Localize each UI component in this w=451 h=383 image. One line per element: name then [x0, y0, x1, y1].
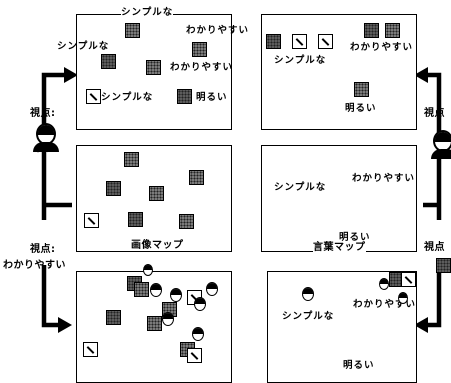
viewer-face-icon	[162, 312, 174, 326]
label-easy: わかりやすい	[352, 173, 416, 184]
image-tile	[385, 23, 400, 38]
arrow-head-bottom-right	[414, 317, 428, 333]
image-tile	[83, 342, 98, 357]
label-bright: 明るい	[196, 92, 228, 103]
label-bright: 明るい	[343, 360, 375, 371]
image-tile	[101, 54, 116, 69]
viewer-face-icon	[194, 297, 206, 311]
label-easy: わかりやすい	[353, 299, 417, 310]
panel-bottom-right	[267, 271, 417, 383]
viewer-face-icon	[150, 283, 162, 297]
label-easy: わかりやすい	[350, 42, 414, 53]
image-tile	[124, 152, 139, 167]
arrow-head-top-left	[64, 67, 78, 83]
label-simple: シンプルな	[121, 7, 174, 18]
arrow-head-bottom-left	[58, 317, 72, 333]
image-tile	[128, 212, 143, 227]
caption-word-map: 言葉マップ	[313, 242, 366, 253]
viewer-face-icon	[192, 327, 204, 341]
image-tile	[147, 316, 162, 331]
label-easy: わかりやすい	[170, 62, 234, 73]
image-tile	[364, 23, 379, 38]
image-tile	[189, 170, 204, 185]
image-tile	[106, 310, 121, 325]
viewpoint-label-right-bottom: 視点	[424, 242, 445, 253]
image-tile	[179, 214, 194, 229]
label-simple: シンプルな	[274, 182, 327, 193]
image-tile	[292, 34, 307, 49]
image-tile	[266, 34, 281, 49]
label-simple: シンプルな	[57, 41, 110, 52]
image-tile	[354, 82, 369, 97]
viewer-face-icon	[143, 264, 153, 276]
viewpoint-label-left-top: 視点:	[30, 108, 56, 119]
viewer-face-icon	[379, 278, 389, 290]
viewer-face-icon	[170, 288, 182, 302]
viewer-right-bottom-icon	[436, 258, 451, 273]
label-simple: シンプルな	[101, 92, 154, 103]
viewer-face-icon	[302, 287, 314, 301]
viewer-face-icon	[206, 282, 218, 296]
image-tile	[86, 89, 101, 104]
arrow-head-top-right	[414, 67, 428, 83]
image-tile	[106, 181, 121, 196]
viewpoint-value-left-top: シン	[36, 145, 56, 155]
viewpoint-value-left-bottom: わかりやすい	[3, 260, 66, 271]
viewer-right-top-body	[431, 149, 451, 159]
image-tile	[318, 34, 333, 49]
image-tile	[192, 42, 207, 57]
label-easy: わかりやすい	[186, 25, 250, 36]
image-tile	[125, 23, 140, 38]
image-tile	[401, 272, 416, 287]
viewer-face-icon	[398, 292, 408, 304]
image-tile	[187, 348, 202, 363]
viewer-left-top-body	[33, 142, 59, 152]
image-tile	[84, 213, 99, 228]
caption-image-map: 画像マップ	[131, 240, 184, 251]
label-simple: シンプルな	[274, 55, 327, 66]
image-tile	[177, 89, 192, 104]
image-tile	[134, 282, 149, 297]
label-simple: シンプルな	[282, 311, 335, 322]
label-bright: 明るい	[339, 232, 371, 243]
viewpoint-label-left-bottom: 視点:	[30, 244, 56, 255]
image-tile	[146, 60, 161, 75]
viewpoint-label-right-top: 視点	[424, 108, 445, 119]
image-tile	[149, 186, 164, 201]
label-bright: 明るい	[345, 103, 377, 114]
